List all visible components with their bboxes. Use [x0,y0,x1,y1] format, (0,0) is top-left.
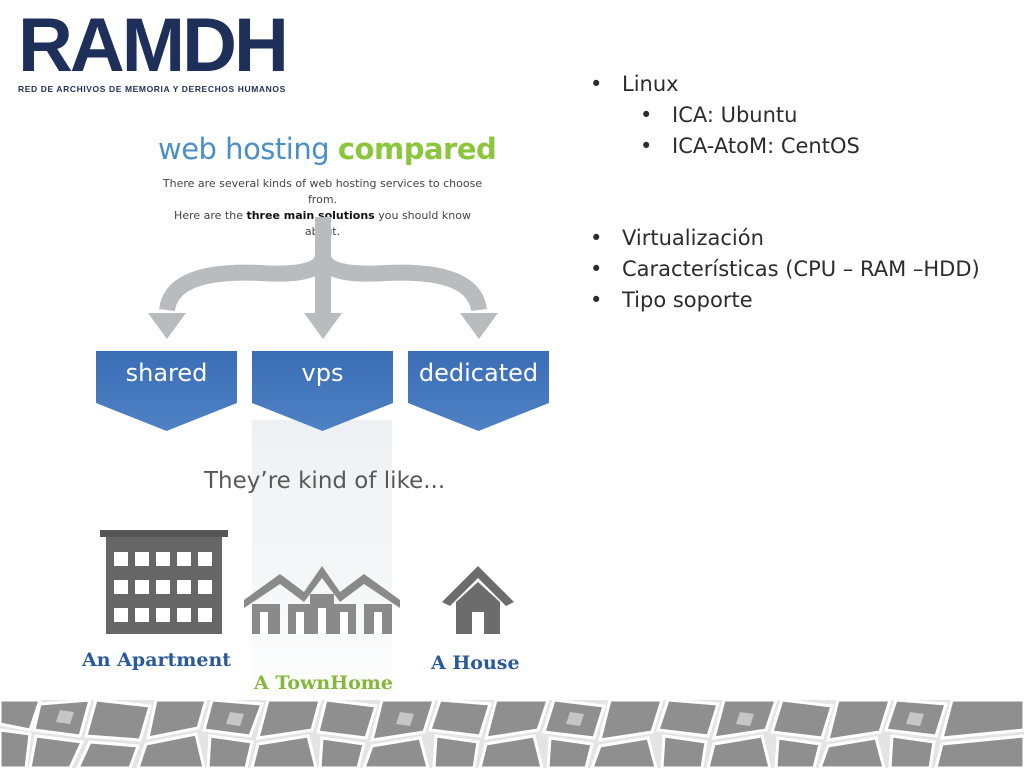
vps-highlight-band [252,420,392,710]
bullet-dot: • [590,288,603,312]
subtitle-line-1: There are several kinds of web hosting s… [162,177,483,206]
option-label-dedicated: dedicated [418,359,539,387]
branching-arrows-icon [148,217,498,339]
ramdh-logo: RAMDH RED DE ARCHIVOS DE MEMORIA Y DEREC… [18,3,318,95]
apartment-building-icon [100,530,228,634]
bullet-text: ICA: Ubuntu [672,103,798,127]
bullet-dot: • [640,103,653,127]
option-shared: shared [96,351,237,431]
kind-of-like-text: They’re kind of like... [204,468,446,494]
vps-chevron-shape [252,351,393,431]
bullet-text: ICA-AtoM: CentOS [672,134,860,158]
bullet-text: Tipo soporte [622,288,753,312]
shared-chevron-shape [96,351,237,431]
mosaic-footer-pattern [0,700,1024,768]
bullet-dot: • [640,134,653,158]
dedicated-chevron-shape [408,351,549,431]
caption-townhome: A TownHome [254,672,393,694]
option-label-vps: vps [301,359,344,387]
infographic-title: web hosting compared [158,132,497,166]
caption-apartment: An Apartment [82,649,232,671]
infographic-title-light: web hosting [158,132,330,166]
bullet-text: Linux [622,72,679,96]
subtitle-line-2-bold: three main solutions [246,209,375,222]
option-dedicated: dedicated [408,351,549,431]
option-vps: vps [252,351,393,431]
caption-house: A House [431,652,520,674]
house-icon [442,566,514,634]
bullet-text: Características (CPU – RAM –HDD) [622,257,980,281]
bullet-dot: • [590,72,603,96]
option-label-shared: shared [125,359,208,387]
bullet-dot: • [590,226,603,250]
infographic-title-strong: compared [337,132,497,166]
townhome-icon [244,566,400,634]
subtitle-line-2-pre: Here are the [174,209,243,222]
bullet-text: Virtualización [622,226,764,250]
bullet-dot: • [590,257,603,281]
logo-subtitle: RED DE ARCHIVOS DE MEMORIA Y DERECHOS HU… [18,84,286,94]
logo-wordmark: RAMDH [18,3,289,88]
